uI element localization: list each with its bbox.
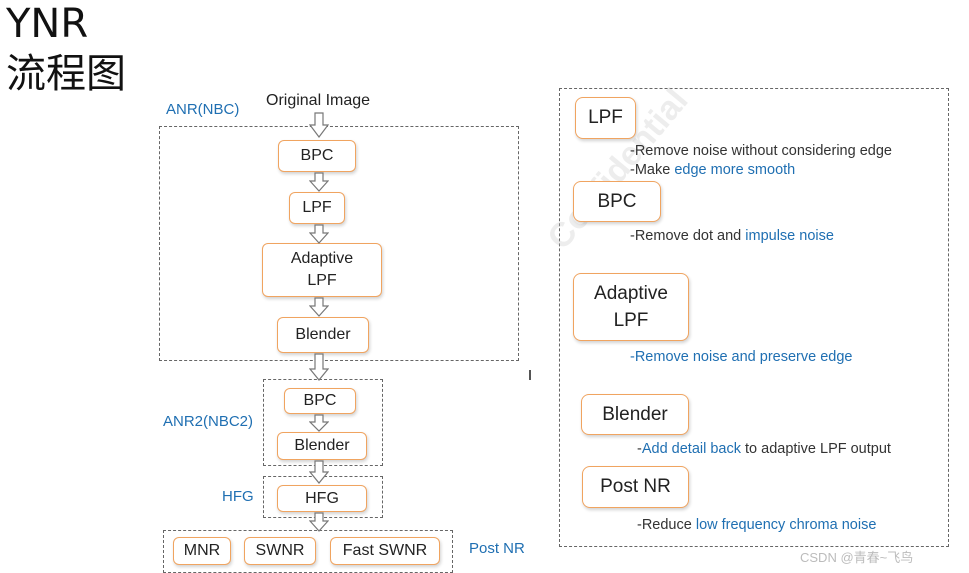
blender-desc-highlight: Add detail back: [641, 441, 741, 457]
legend-lpf-text: LPF: [588, 107, 623, 128]
page-title-line1: YNR: [6, 1, 89, 47]
blender-desc: -Add detail back to adaptive LPF output: [637, 441, 891, 457]
legend-post-nr-text: Post NR: [600, 476, 671, 497]
page-title-line2: 流程图: [6, 51, 126, 97]
legend-adaptive-text-1: Adaptive: [594, 283, 668, 304]
down-arrow-icon: [309, 414, 329, 432]
separator-mark: [529, 370, 531, 380]
adaptive-desc: -Remove noise and preserve edge: [630, 349, 853, 365]
lpf-desc-line1: -Remove noise without considering edge: [630, 143, 892, 159]
fast-swnr-box-text: Fast SWNR: [342, 542, 428, 559]
adaptive-lpf-text-1: Adaptive: [290, 250, 354, 267]
blender2-box: Blender: [277, 432, 367, 460]
bpc-desc-highlight: impulse noise: [745, 228, 834, 244]
legend-adaptive-text-2: LPF: [613, 310, 649, 331]
hfg-label: HFG: [222, 488, 254, 505]
legend-adaptive-lpf-box: Adaptive LPF: [573, 273, 689, 341]
adaptive-lpf-text-2: LPF: [307, 272, 337, 289]
lpf-desc-line2: -Make edge more smooth: [630, 162, 795, 178]
down-arrow-icon: [309, 172, 329, 192]
hfg-box-text: HFG: [305, 489, 339, 507]
swnr-box: SWNR: [244, 537, 316, 565]
anr-group: [159, 126, 519, 361]
mnr-box: MNR: [173, 537, 231, 565]
bpc-box-text: BPC: [300, 147, 334, 164]
anr-label: ANR(NBC): [166, 101, 240, 118]
legend-lpf-box: LPF: [575, 97, 636, 139]
down-arrow-icon: [309, 112, 329, 138]
down-arrow-icon: [309, 512, 329, 532]
anr2-label: ANR2(NBC2): [163, 413, 254, 430]
legend-blender-text: Blender: [602, 403, 668, 425]
legend-blender-box: Blender: [581, 394, 689, 435]
lpf-box-text: LPF: [302, 199, 332, 216]
lpf-desc-line2-highlight: edge more smooth: [674, 162, 796, 178]
bpc-desc-prefix: -Remove dot and: [630, 228, 746, 244]
bpc-desc: -Remove dot and impulse noise: [630, 228, 834, 244]
source-footer: CSDN @青春~飞鸟: [800, 550, 914, 565]
blender-box: Blender: [277, 317, 369, 353]
lpf-desc-line2-prefix: -Make: [630, 162, 675, 178]
post-nr-desc: -Reduce low frequency chroma noise: [637, 517, 876, 533]
hfg-box: HFG: [277, 485, 367, 512]
bpc-box: BPC: [278, 140, 356, 172]
blender-box-text: Blender: [295, 326, 351, 343]
bpc2-box-text: BPC: [303, 392, 337, 409]
legend-panel: [559, 88, 949, 547]
legend-bpc-text: BPC: [597, 190, 637, 212]
post-nr-desc-highlight: low frequency chroma noise: [695, 517, 877, 533]
blender2-box-text: Blender: [294, 437, 350, 454]
legend-bpc-box: BPC: [573, 181, 661, 222]
down-arrow-icon: [309, 297, 329, 317]
lpf-box: LPF: [289, 192, 345, 224]
down-arrow-icon: [309, 224, 329, 244]
swnr-box-text: SWNR: [255, 542, 305, 559]
down-arrow-icon: [309, 460, 329, 484]
original-image-label: Original Image: [266, 92, 371, 109]
fast-swnr-box: Fast SWNR: [330, 537, 440, 565]
adaptive-lpf-box: Adaptive LPF: [262, 243, 382, 297]
blender-desc-prefix: -: [637, 441, 642, 457]
mnr-box-text: MNR: [183, 542, 221, 559]
post-nr-label: Post NR: [469, 540, 525, 557]
legend-post-nr-box: Post NR: [582, 466, 689, 508]
post-nr-desc-prefix: -Reduce: [637, 517, 696, 533]
bpc2-box: BPC: [284, 388, 356, 414]
blender-desc-suffix: to adaptive LPF output: [741, 441, 891, 457]
down-arrow-icon: [309, 353, 329, 381]
